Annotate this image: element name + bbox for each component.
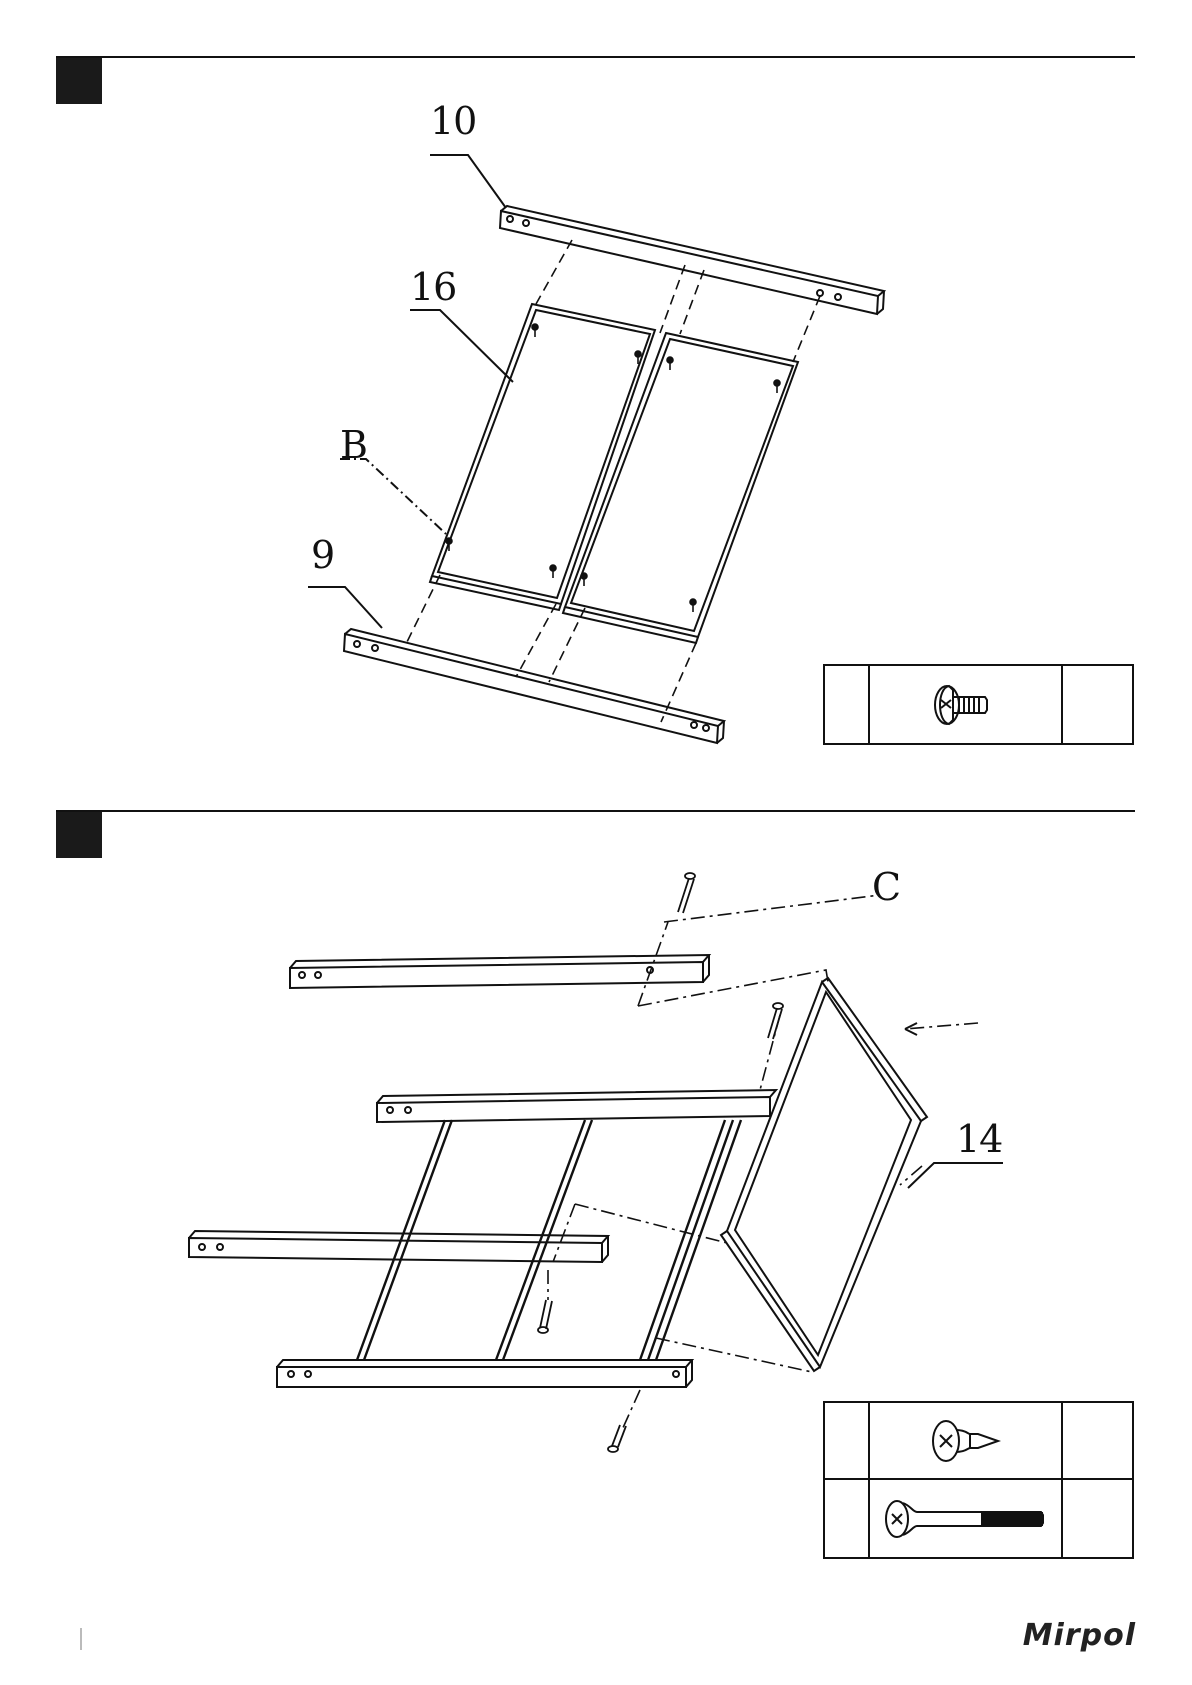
callout-part-16: 16: [410, 268, 456, 306]
hardware-image-cell: [870, 1480, 1063, 1557]
callout-bolt-c: C: [872, 868, 900, 906]
hardware-id-cell: [825, 666, 870, 743]
rail-part-9: [344, 629, 724, 743]
bolts: [538, 873, 783, 1452]
hardware-row: [825, 666, 1132, 743]
leader-b: [340, 459, 446, 534]
brand-logo: Mirpol: [1023, 1618, 1136, 1653]
callout-screw-b: B: [340, 426, 367, 464]
hardware-id-cell: [825, 1480, 870, 1557]
rail-part-10: [500, 206, 884, 314]
rail-second: [377, 1090, 776, 1122]
hardware-table-step-2: [823, 1401, 1134, 1559]
hardware-id-cell: [825, 1403, 870, 1478]
hardware-row: [825, 1480, 1132, 1557]
machine-screw-icon: [931, 680, 1001, 730]
leader-9: [308, 587, 382, 628]
rail-bottom: [277, 1360, 692, 1387]
hardware-qty-cell: [1063, 1480, 1132, 1557]
footer-page-mark: [80, 1628, 82, 1650]
hardware-row: [825, 1403, 1132, 1480]
panel-part-14: [721, 978, 927, 1371]
wood-screw-icon: [926, 1416, 1006, 1466]
panel-part-16-right: [563, 333, 798, 643]
rail-top: [290, 955, 709, 988]
leader-10: [430, 155, 506, 208]
callout-part-14: 14: [956, 1120, 1002, 1158]
leader-16: [410, 310, 513, 382]
long-bolt-icon: [881, 1494, 1051, 1544]
hardware-image-cell: [870, 1403, 1063, 1478]
hardware-table-step-1: [823, 664, 1134, 745]
hardware-qty-cell: [1063, 666, 1132, 743]
callout-part-10: 10: [430, 102, 476, 140]
callout-part-9: 9: [311, 536, 334, 574]
hardware-image-cell: [870, 666, 1063, 743]
hardware-qty-cell: [1063, 1403, 1132, 1478]
